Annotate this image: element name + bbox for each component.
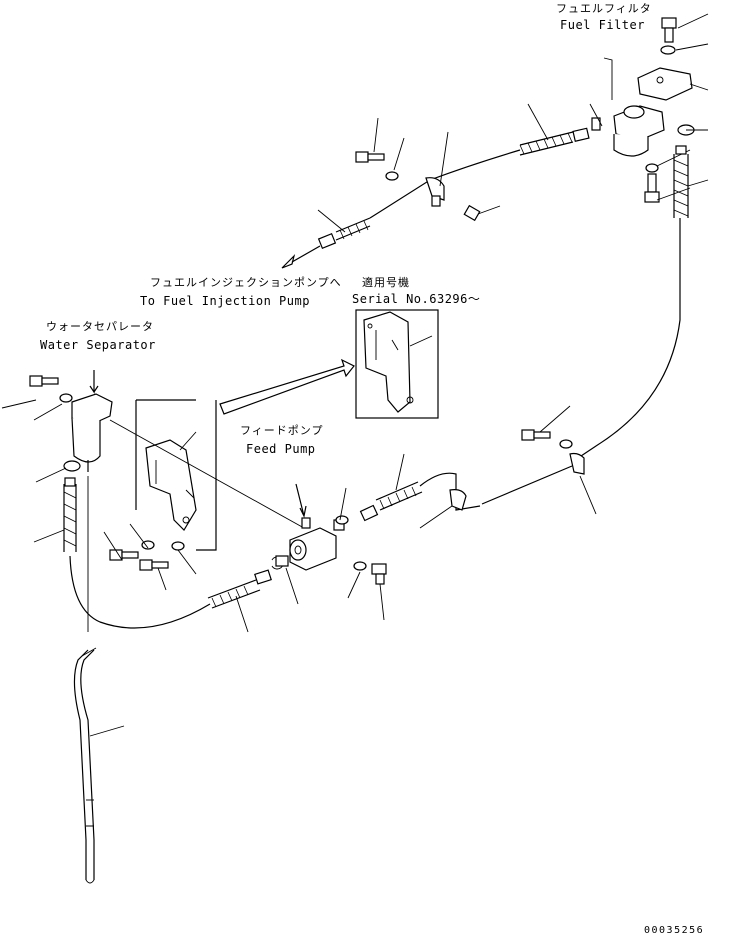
feed-pump-assembly bbox=[271, 483, 387, 621]
feed-pump-label-jp: フィードポンプ bbox=[240, 424, 324, 437]
water-separator-label-en: Water Separator bbox=[40, 338, 156, 352]
fuel-filter-label-en: Fuel Filter bbox=[560, 18, 645, 32]
water-separator-assembly bbox=[1, 370, 113, 632]
hose-clip-upper bbox=[355, 117, 501, 222]
bolt-part bbox=[29, 375, 59, 387]
bolt-part bbox=[644, 173, 660, 203]
feed-pump-bracket-inset bbox=[103, 399, 217, 591]
bolt-part bbox=[109, 549, 139, 561]
washer-part bbox=[660, 45, 676, 55]
inset-arrow bbox=[219, 358, 355, 415]
drawing-number: 00035256 bbox=[644, 925, 705, 936]
injection-pump-hose bbox=[281, 103, 590, 269]
hose-clamp bbox=[63, 460, 81, 472]
clip-part bbox=[591, 117, 601, 131]
washer-part bbox=[171, 541, 185, 551]
applicable-serial-label-jp: 適用号機 bbox=[362, 276, 410, 289]
injection-pump-label-en: To Fuel Injection Pump bbox=[140, 294, 310, 308]
washer-part bbox=[59, 393, 73, 403]
washer-part bbox=[141, 540, 155, 550]
fuel-filter-assembly bbox=[589, 13, 709, 203]
injection-pump-label-jp: フュエルインジェクションポンプへ bbox=[150, 276, 342, 289]
washer-part bbox=[645, 163, 659, 173]
bolt-part bbox=[355, 151, 385, 163]
water-separator-label-jp: ウォータセパレータ bbox=[46, 320, 154, 333]
washer-part bbox=[385, 171, 399, 181]
fuel-return-line bbox=[481, 145, 709, 515]
bolt-part bbox=[139, 559, 169, 571]
serial-inset-box bbox=[355, 309, 439, 419]
feed-pump-inlet-hose bbox=[359, 453, 481, 529]
filter-bowl bbox=[613, 134, 649, 157]
feed-pump-outlet-hose bbox=[69, 555, 272, 633]
washer-part bbox=[559, 439, 573, 449]
bolt-part bbox=[661, 17, 677, 43]
filter-bracket bbox=[637, 67, 693, 101]
bolt-part bbox=[371, 563, 387, 585]
serial-number-label: Serial No.63296～ bbox=[352, 292, 481, 306]
fuel-filter-label-jp: フュエルフィルタ bbox=[556, 2, 652, 15]
bolt-part bbox=[521, 429, 551, 441]
washer-part bbox=[353, 561, 367, 571]
feed-pump-label-en: Feed Pump bbox=[246, 442, 316, 456]
fuel-pipe-long bbox=[73, 647, 125, 884]
